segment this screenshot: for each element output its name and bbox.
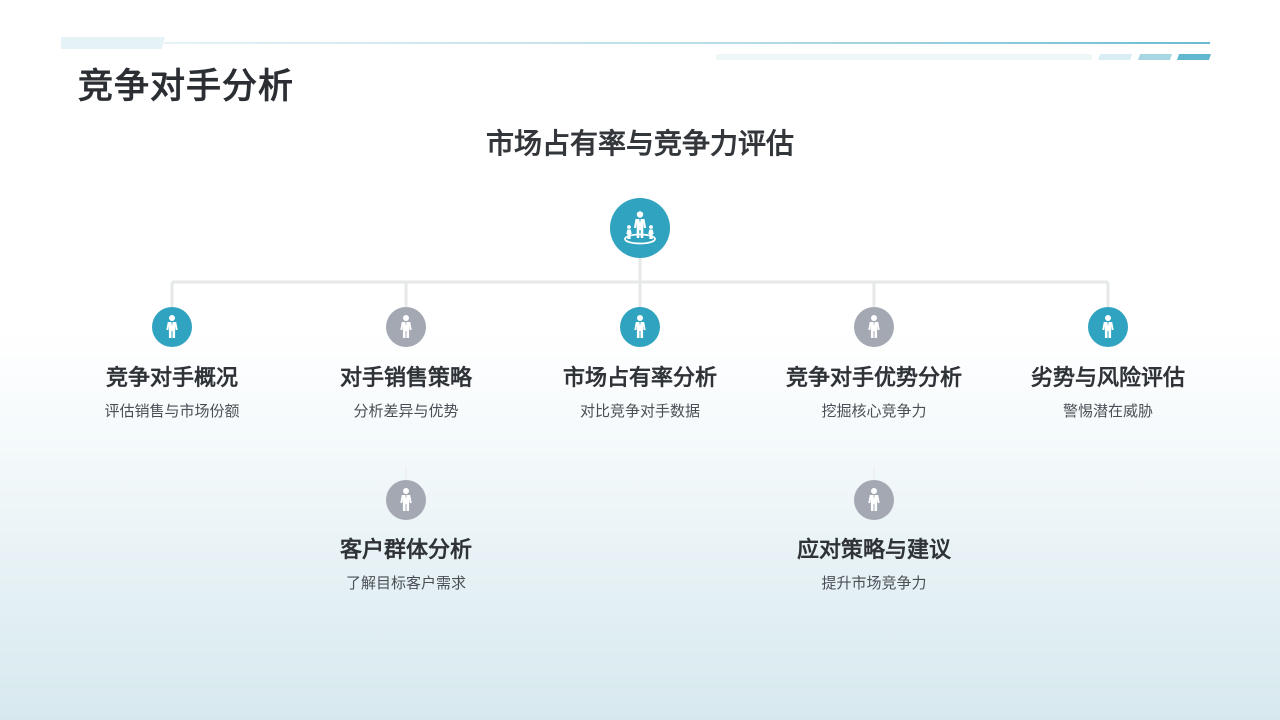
child-connectors [405, 466, 875, 480]
node-title: 对手销售策略 [339, 366, 472, 391]
header-rule [164, 42, 1210, 44]
node-subtitle: 分析差异与优势 [353, 402, 459, 420]
node-response-strategy: 应对策略与建议 提升市场竞争力 [759, 536, 989, 594]
node-title: 应对策略与建议 [796, 538, 951, 563]
node-icon-risk-assessment [1088, 307, 1128, 347]
businessman-icon [1102, 315, 1114, 338]
node-risk-assessment: 劣势与风险评估 警惕潜在威胁 [993, 364, 1223, 422]
businessman-group-icon [624, 211, 656, 245]
node-title: 市场占有率分析 [562, 366, 717, 391]
businessman-icon [868, 315, 880, 338]
root-node-icon [610, 198, 670, 258]
node-subtitle: 提升市场竞争力 [821, 574, 927, 592]
node-title: 客户群体分析 [339, 538, 472, 563]
tree-connectors [170, 258, 1110, 307]
page-title: 竞争对手分析 [78, 67, 295, 107]
node-icon-competitor-strengths [854, 307, 894, 347]
businessman-icon [400, 315, 412, 338]
node-icon-sales-strategy [386, 307, 426, 347]
node-title: 竞争对手概况 [105, 366, 238, 391]
node-icon-market-share [620, 307, 660, 347]
header-dash-decoration [1177, 54, 1211, 60]
node-subtitle: 挖掘核心竞争力 [821, 402, 927, 420]
header-dash-decoration [1138, 54, 1172, 60]
diagram-title: 市场占有率与竞争力评估 [485, 127, 794, 160]
node-title: 竞争对手优势分析 [785, 366, 962, 391]
node-competitor-strengths: 竞争对手优势分析 挖掘核心竞争力 [759, 364, 989, 422]
node-title: 劣势与风险评估 [1030, 366, 1185, 391]
businessman-icon [868, 488, 880, 511]
header-dash-decoration [1098, 54, 1132, 60]
node-icon-customer-segments [386, 480, 426, 520]
node-competitor-overview: 竞争对手概况 评估销售与市场份额 [57, 364, 287, 422]
node-customer-segments: 客户群体分析 了解目标客户需求 [291, 536, 521, 594]
node-icon-competitor-overview [152, 307, 192, 347]
header-tab-decoration [61, 37, 165, 49]
node-sales-strategy: 对手销售策略 分析差异与优势 [291, 364, 521, 422]
node-subtitle: 评估销售与市场份额 [104, 402, 240, 420]
node-subtitle: 对比竞争对手数据 [579, 402, 700, 420]
businessman-icon [634, 315, 646, 338]
businessman-icon [400, 488, 412, 511]
node-subtitle: 警惕潜在威胁 [1062, 402, 1153, 420]
node-subtitle: 了解目标客户需求 [345, 574, 466, 592]
node-market-share: 市场占有率分析 对比竞争对手数据 [525, 364, 755, 422]
businessman-icon [166, 315, 178, 338]
node-icon-response-strategy [854, 480, 894, 520]
header-band-decoration [716, 54, 1092, 60]
